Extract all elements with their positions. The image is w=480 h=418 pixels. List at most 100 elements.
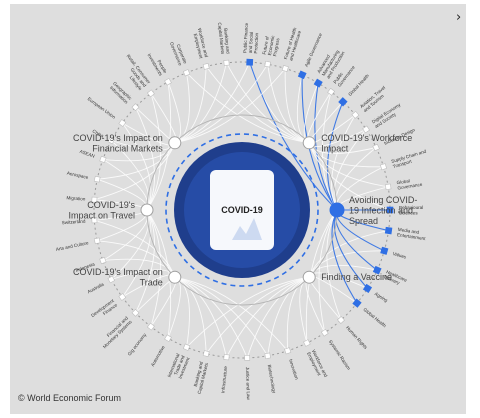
- outer-topic-node[interactable]: [202, 63, 210, 70]
- connection-line: [318, 209, 338, 333]
- connection-line: [186, 72, 310, 144]
- outer-topic-label: Future ofEconomicProgress: [262, 33, 281, 56]
- outer-topic-node[interactable]: [281, 65, 289, 72]
- outer-topic-node[interactable]: [107, 136, 116, 145]
- outer-topic-node[interactable]: [202, 350, 210, 357]
- outer-topic-label: China: [92, 129, 105, 139]
- outer-topic-node[interactable]: [93, 175, 101, 183]
- outer-topic-node[interactable]: [118, 293, 127, 301]
- chevron-right-icon[interactable]: ›: [456, 10, 462, 25]
- outer-topic-label: Australia: [86, 281, 105, 294]
- inner-topic-node[interactable]: [168, 270, 182, 284]
- outer-topic-node[interactable]: [303, 339, 311, 347]
- connection-line: [326, 209, 342, 321]
- center-title: COVID-19: [221, 205, 263, 215]
- inner-topic-label: Finding a Vaccine: [321, 272, 392, 282]
- outer-topic-node[interactable]: [313, 78, 323, 88]
- outer-topic-node[interactable]: [351, 110, 360, 119]
- connection-line: [331, 114, 356, 211]
- outer-topic-node[interactable]: [384, 226, 393, 235]
- outer-topic-node[interactable]: [146, 89, 155, 98]
- outer-topic-label: ASEAN: [79, 149, 95, 159]
- inner-topic-node[interactable]: [302, 270, 316, 284]
- connection-line: [205, 66, 310, 144]
- connection-line: [97, 240, 176, 278]
- connection-line: [135, 107, 155, 211]
- outer-topic-label: CorporateGovernance: [169, 39, 188, 67]
- outer-topic-node[interactable]: [118, 119, 127, 127]
- connection-line: [121, 122, 152, 211]
- connection-line: [267, 276, 310, 356]
- outer-topic-node[interactable]: [264, 352, 271, 360]
- outer-topic-label: Aerospace: [66, 170, 89, 180]
- outer-topic-node[interactable]: [131, 308, 140, 317]
- outer-topic-node[interactable]: [146, 322, 155, 331]
- outer-topic-label: Retail, ConsumerGoods andLifestyle: [117, 54, 152, 92]
- connection-line: [205, 276, 310, 354]
- outer-topic-node[interactable]: [386, 206, 394, 214]
- connection-line: [327, 101, 344, 211]
- inner-topic-node[interactable]: [140, 203, 154, 217]
- outer-topic-node[interactable]: [107, 275, 116, 284]
- outer-topic-node[interactable]: [99, 257, 107, 265]
- outer-topic-label: Systemic Racism: [328, 339, 352, 371]
- outer-topic-node[interactable]: [337, 316, 345, 324]
- outer-topic-node[interactable]: [91, 217, 98, 224]
- outer-topic-node[interactable]: [246, 58, 254, 66]
- connection-line: [146, 81, 172, 211]
- connection-line: [321, 91, 338, 211]
- outer-topic-label: PeopleInvestments: [147, 50, 169, 77]
- outer-topic-label: Values: [392, 251, 407, 260]
- outer-topic-node[interactable]: [362, 283, 373, 293]
- outer-topic-node[interactable]: [244, 355, 251, 361]
- outer-topic-label: DevelopmentFinance: [90, 298, 119, 323]
- outer-topic-node[interactable]: [264, 60, 271, 68]
- connection-line: [146, 93, 162, 211]
- connection-line: [246, 276, 310, 359]
- connection-line: [308, 142, 391, 211]
- outer-topic-node[interactable]: [182, 69, 191, 77]
- connection-line: [174, 62, 251, 144]
- outer-topic-node[interactable]: [352, 298, 362, 308]
- inner-topic-node[interactable]: [329, 202, 345, 218]
- outer-topic-node[interactable]: [372, 265, 382, 275]
- outer-topic-label: Global Health: [347, 73, 370, 97]
- outer-topic-label: Gig economy: [127, 332, 148, 357]
- outer-topic-node[interactable]: [91, 196, 98, 203]
- outer-topic-label: InternationalTrade andInvestment: [166, 352, 190, 382]
- outer-topic-node[interactable]: [320, 328, 329, 337]
- outer-topic-label: Future of Healthand Healthcare: [283, 26, 303, 61]
- outer-topic-node[interactable]: [380, 246, 389, 255]
- outer-topic-node[interactable]: [93, 237, 101, 245]
- outer-topic-node[interactable]: [223, 354, 230, 361]
- outer-topic-node[interactable]: [284, 347, 292, 355]
- outer-topic-node[interactable]: [327, 87, 336, 96]
- outer-topic-node[interactable]: [372, 143, 380, 152]
- inner-topic-node[interactable]: [302, 136, 316, 150]
- outer-topic-node[interactable]: [99, 155, 107, 163]
- outer-topic-node[interactable]: [384, 183, 392, 191]
- outer-topic-label: Biotechnology: [267, 364, 277, 394]
- outer-topic-node[interactable]: [380, 163, 387, 171]
- outer-topic-label: Migration: [66, 195, 86, 201]
- outer-topic-label: Banking andCapital Markets: [217, 22, 231, 56]
- outer-topic-label: Media andEntertainment: [397, 227, 427, 241]
- outer-topic-node[interactable]: [362, 125, 370, 134]
- outer-topic-label: Aviation, Traveland Tourism: [359, 85, 390, 113]
- connection-line: [226, 62, 310, 144]
- outer-topic-node[interactable]: [182, 343, 191, 351]
- focus-ring: [165, 133, 319, 287]
- outer-topic-node[interactable]: [131, 103, 140, 112]
- inner-topic-node[interactable]: [168, 136, 182, 150]
- outer-topic-node[interactable]: [164, 77, 172, 86]
- outer-topic-node[interactable]: [164, 334, 172, 343]
- outer-topic-node[interactable]: [338, 97, 348, 107]
- outer-topic-node[interactable]: [297, 70, 307, 80]
- outer-topic-node[interactable]: [223, 59, 230, 66]
- connection-line: [308, 142, 389, 188]
- connection-line: [299, 276, 310, 344]
- outer-topic-label: Human Rights: [345, 325, 369, 350]
